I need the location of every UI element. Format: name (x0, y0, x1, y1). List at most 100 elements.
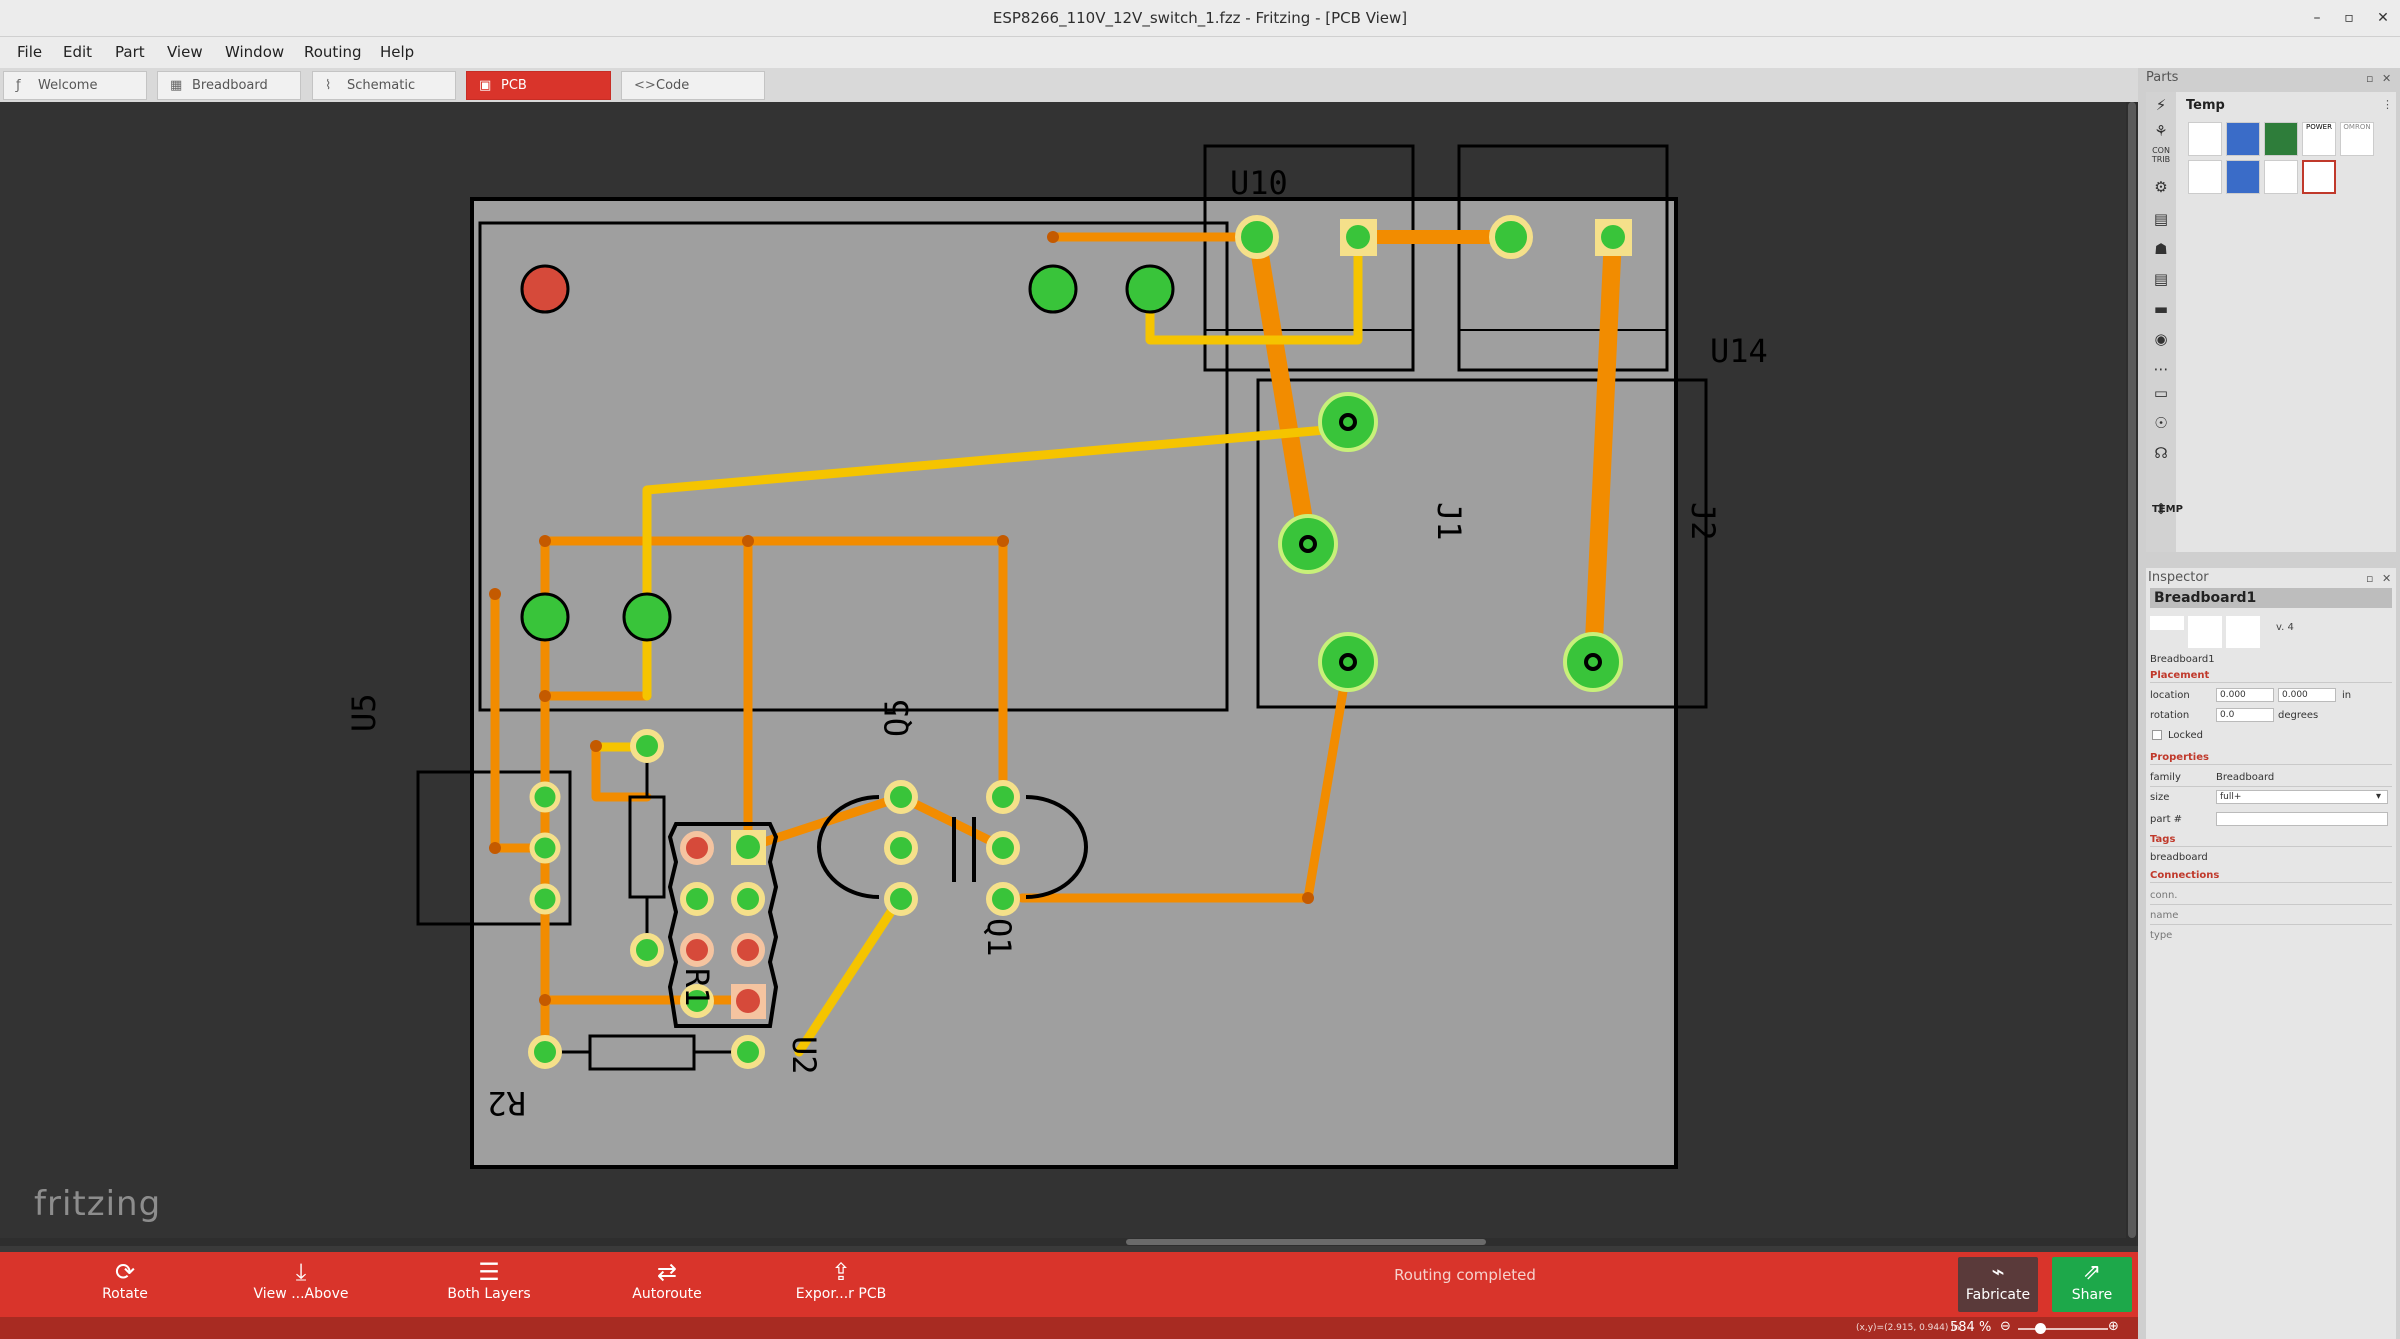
maximize-button[interactable]: ▫ (2344, 10, 2354, 26)
part-number-label: part # (2150, 814, 2183, 825)
contrib-parts-icon[interactable]: CON TRIB (2151, 146, 2171, 164)
box-icon[interactable]: ▭ (2153, 384, 2169, 402)
right-dock: Parts ▫ ✕ ⚡ ⚘ CON TRIB ⚙ ▤ ☗ ▤ ▬ ◉ ⋯ ▭ ☉… (2138, 68, 2400, 1339)
menu-help[interactable]: Help (380, 43, 415, 61)
core-parts-icon[interactable]: ⚡ (2155, 96, 2167, 114)
part-omron-relay[interactable]: OMRON (2340, 122, 2374, 156)
rotation-label: rotation (2150, 710, 2190, 721)
bin-menu-icon[interactable]: ⋮ (2382, 98, 2393, 111)
view-from-above-button[interactable]: ⤓ View ...Above (226, 1258, 376, 1312)
size-select[interactable]: full+ (2216, 790, 2388, 804)
tab-welcome[interactable]: ƒ Welcome (3, 71, 147, 100)
close-panel-icon[interactable]: ✕ (2382, 572, 2392, 585)
relay-pad[interactable] (520, 592, 570, 642)
j2-outline (1457, 144, 1669, 372)
r2-pad[interactable] (528, 1035, 562, 1069)
tab-schematic[interactable]: ⌇ Schematic (312, 71, 456, 100)
scroll-arrows-icon[interactable]: ⇕ (2154, 500, 2168, 518)
export-icon: ⇪ (830, 1258, 852, 1286)
tab-code[interactable]: <> Code (621, 71, 765, 100)
r1-pad[interactable] (630, 933, 664, 967)
menu-view[interactable]: View (167, 43, 203, 61)
part-breadboard[interactable] (2188, 122, 2222, 156)
part-number-input[interactable] (2216, 812, 2388, 826)
float-panel-icon[interactable]: ▫ (2366, 572, 2374, 585)
r1-pad[interactable] (630, 729, 664, 763)
view-above-label: View ...Above (253, 1286, 349, 1302)
export-pcb-button[interactable]: ⇪ Expor...r PCB (766, 1258, 916, 1312)
share-label: Share (2071, 1287, 2113, 1303)
j1-pad[interactable] (1235, 215, 1279, 259)
relay-pad-red[interactable] (520, 264, 570, 314)
menu-bar: File Edit Part View Window Routing Help (0, 37, 2400, 68)
u14-pads[interactable] (1278, 392, 1623, 692)
u5-pads[interactable] (529, 781, 561, 915)
menu-window[interactable]: Window (225, 43, 285, 61)
resistor-icon[interactable]: ▬ (2153, 300, 2169, 318)
board-icon[interactable]: ▤ (2153, 270, 2169, 288)
antenna-icon[interactable]: ☉ (2154, 414, 2168, 432)
mask-icon[interactable]: ☊ (2154, 444, 2168, 462)
rotate-button[interactable]: ⟳ Rotate (50, 1258, 200, 1312)
zoom-level: 584 % (1950, 1320, 1992, 1335)
rotation-unit: degrees (2278, 710, 2319, 721)
location-x-input[interactable]: 0.000 (2216, 688, 2274, 702)
location-y-input[interactable]: 0.000 (2278, 688, 2336, 702)
more-icon[interactable]: ⋯ (2153, 360, 2169, 378)
tab-label: Code (656, 78, 690, 93)
rotate-label: Rotate (102, 1286, 148, 1302)
zoom-out-icon[interactable]: ⊖ (2000, 1319, 2011, 1334)
relay-pad[interactable] (1028, 264, 1078, 314)
rotation-input[interactable]: 0.0 (2216, 708, 2274, 722)
scroll-thumb[interactable] (1126, 1239, 1486, 1245)
menu-file[interactable]: File (17, 43, 43, 61)
locked-checkbox[interactable] (2152, 730, 2162, 740)
part-transistor-selected[interactable] (2302, 160, 2336, 194)
part-transistor[interactable] (2264, 160, 2298, 194)
part-resistor[interactable] (2188, 160, 2222, 194)
view-above-icon: ⤓ (295, 1258, 307, 1286)
pcb-board[interactable] (470, 197, 1678, 1169)
menu-edit[interactable]: Edit (63, 43, 93, 61)
zoom-slider[interactable] (2018, 1328, 2108, 1330)
part-pcb-module[interactable] (2264, 122, 2298, 156)
fabricate-button[interactable]: ⌁ Fabricate (1958, 1257, 2038, 1312)
autoroute-button[interactable]: ⇄ Autoroute (592, 1258, 742, 1312)
float-panel-icon[interactable]: ▫ (2366, 72, 2374, 85)
part-esp-module[interactable] (2226, 122, 2260, 156)
share-button[interactable]: ⇗ Share (2052, 1257, 2132, 1312)
part-power-supply[interactable]: POWER (2302, 122, 2336, 156)
j2-pad[interactable] (1489, 215, 1533, 259)
relay-pad[interactable] (1125, 264, 1175, 314)
fritzing-logo: fritzing (34, 1184, 162, 1224)
chip-icon[interactable]: ▤ (2153, 210, 2169, 228)
part-terminal-block[interactable] (2226, 160, 2260, 194)
zoom-in-icon[interactable]: ⊕ (2108, 1319, 2119, 1334)
tab-breadboard[interactable]: ▦ Breadboard (157, 71, 301, 100)
minimize-button[interactable]: – (2313, 10, 2321, 26)
scroll-thumb[interactable] (2128, 102, 2136, 1238)
tab-label: Welcome (38, 78, 98, 93)
transistor-pads[interactable] (884, 780, 1020, 916)
vias (489, 231, 1314, 1006)
tags-section: Tags (2150, 834, 2176, 845)
menu-part[interactable]: Part (115, 43, 145, 61)
relay-pad[interactable] (622, 592, 672, 642)
pcb-canvas[interactable]: U10 U14 J1 J2 U5 Q5 Q1 R1 U2 R2 fritzing (0, 102, 2138, 1244)
chevron-down-icon[interactable]: ▾ (2376, 791, 2382, 802)
pcb-drawing[interactable]: U10 U14 J1 J2 U5 Q5 Q1 R1 U2 R2 (0, 102, 2138, 1244)
menu-routing[interactable]: Routing (304, 43, 362, 61)
r2-pad[interactable] (731, 1035, 765, 1069)
mine-parts-icon[interactable]: ⚘ (2154, 122, 2168, 140)
vertical-scrollbar[interactable] (2126, 102, 2138, 1238)
zoom-slider-thumb[interactable] (2035, 1323, 2046, 1334)
close-panel-icon[interactable]: ✕ (2382, 72, 2392, 85)
tab-pcb[interactable]: ▣ PCB (466, 71, 611, 100)
close-window-button[interactable]: ✕ (2377, 10, 2389, 26)
u2-pads[interactable] (680, 830, 766, 1019)
gear-icon[interactable]: ⚙ (2154, 178, 2168, 196)
horizontal-scrollbar[interactable] (0, 1238, 2138, 1246)
robot-icon[interactable]: ☗ (2154, 240, 2168, 258)
circle-board-icon[interactable]: ◉ (2154, 330, 2168, 348)
both-layers-button[interactable]: ☰ Both Layers (414, 1258, 564, 1312)
